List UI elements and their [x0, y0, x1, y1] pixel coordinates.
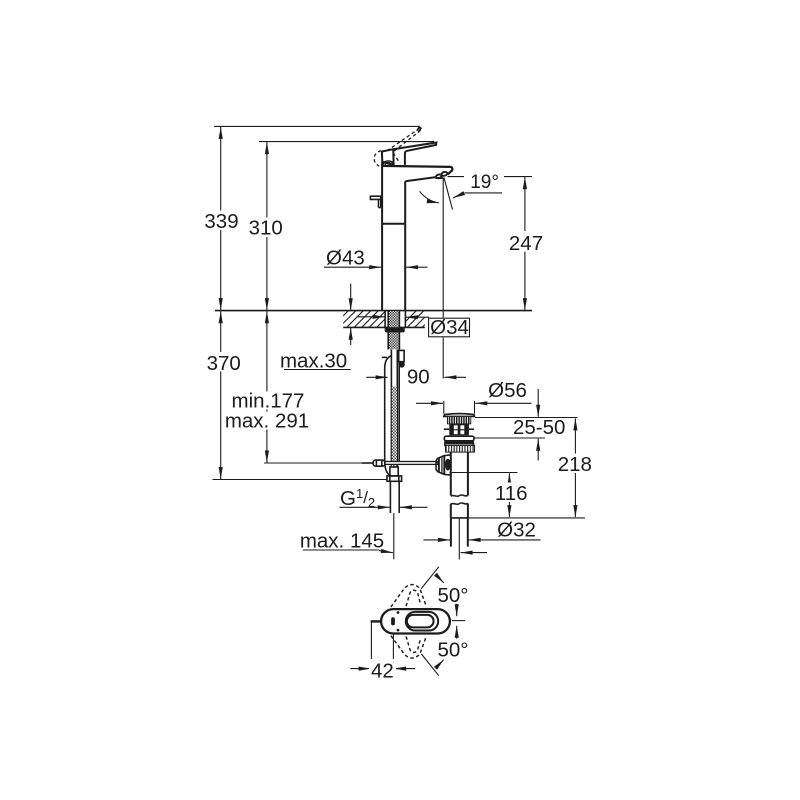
label-tailpipe-diameter: Ø32 [497, 519, 536, 542]
ball-rod-coupling [435, 454, 451, 476]
label-rod-min: min.177 [232, 390, 305, 413]
pull-rod-knob [369, 195, 382, 209]
label-rod-max: max. 291 [225, 410, 309, 433]
flex-hose [383, 354, 392, 477]
tube-break-lower [450, 502, 469, 506]
label-waste-height: 218 [558, 453, 592, 476]
dimension-labels: 339 310 370 min.177 max. 291 max.30 Ø43 … [204, 172, 592, 683]
handle-outline [405, 613, 435, 629]
waste-ribbed-collar [445, 444, 475, 453]
label-supply-max-length: max. 145 [300, 530, 384, 553]
label-connection-thread: G1/2 [340, 486, 375, 510]
label-deck-thickness: max.30 [280, 349, 347, 372]
faucet-spout [382, 164, 454, 176]
label-base-offset: 42 [371, 660, 394, 683]
text-halos [205, 170, 594, 680]
label-hose-length: 370 [207, 352, 241, 375]
label-waste-flange-diameter: Ø56 [488, 379, 527, 402]
popup-waste-assembly [435, 412, 476, 547]
faucet-top-view [370, 583, 452, 659]
label-height-total: 339 [204, 210, 238, 233]
label-swivel-down: 50° [437, 639, 468, 662]
handle-swivel-dashed-loops [390, 583, 427, 659]
spout-slot [391, 617, 395, 626]
swivel-leader-upper [420, 566, 440, 589]
rod-guide [397, 349, 405, 363]
label-spout-angle: 19° [470, 172, 499, 193]
spray-angle-line [443, 177, 454, 210]
label-hole-diameter: Ø34 [430, 316, 469, 339]
faucet-front-view [369, 125, 454, 311]
label-spout-reach: 90 [407, 366, 430, 389]
label-body-diameter: Ø43 [326, 246, 365, 269]
shank-assembly [361, 310, 439, 513]
hose-fitting [389, 466, 399, 477]
supply-hose-braid [391, 386, 397, 467]
hex-nut [386, 475, 403, 483]
label-waste-lower-height: 116 [495, 482, 528, 505]
handle-raised-dashed [373, 127, 421, 167]
tube-break-upper [450, 494, 469, 498]
label-basin-thickness-range: 25-50 [513, 416, 565, 439]
countertop-section [215, 309, 532, 329]
mounting-nut [384, 327, 405, 333]
swivel-leader-lower [420, 653, 440, 677]
hole-dim-box [428, 317, 471, 338]
faucet-handle [380, 141, 438, 167]
waste-flange-ring [443, 435, 475, 442]
label-swivel-up: 50° [437, 584, 468, 607]
waste-knurled-cap [446, 415, 472, 425]
linkage-rod [361, 459, 439, 468]
label-height-handle: 310 [249, 217, 283, 240]
label-spout-height: 247 [509, 232, 543, 255]
hatch-right [405, 310, 425, 328]
aerator [434, 170, 449, 180]
faucet-body [381, 161, 407, 311]
waste-stem [449, 423, 469, 436]
